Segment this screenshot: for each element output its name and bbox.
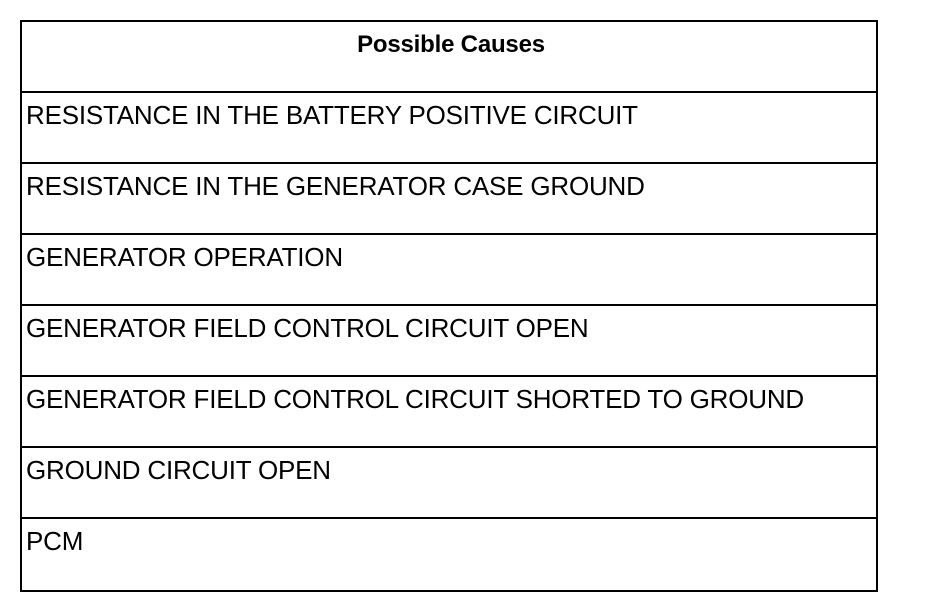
cause-cell: GENERATOR OPERATION — [26, 242, 343, 272]
cause-cell: RESISTANCE IN THE BATTERY POSITIVE CIRCU… — [26, 100, 638, 130]
table-header-row: Possible Causes — [22, 22, 876, 93]
table-header: Possible Causes — [357, 31, 545, 58]
table-row: GENERATOR FIELD CONTROL CIRCUIT SHORTED … — [22, 377, 876, 448]
cause-cell: RESISTANCE IN THE GENERATOR CASE GROUND — [26, 171, 645, 201]
table-row: PCM — [22, 519, 876, 590]
possible-causes-table: Possible Causes RESISTANCE IN THE BATTER… — [20, 20, 878, 592]
cause-cell: GENERATOR FIELD CONTROL CIRCUIT SHORTED … — [26, 384, 804, 414]
table-row: RESISTANCE IN THE GENERATOR CASE GROUND — [22, 164, 876, 235]
cause-cell: GENERATOR FIELD CONTROL CIRCUIT OPEN — [26, 313, 589, 343]
cause-cell: PCM — [26, 526, 84, 556]
table-row: GROUND CIRCUIT OPEN — [22, 448, 876, 519]
table-row: GENERATOR OPERATION — [22, 235, 876, 306]
cause-cell: GROUND CIRCUIT OPEN — [26, 455, 331, 485]
table-row: GENERATOR FIELD CONTROL CIRCUIT OPEN — [22, 306, 876, 377]
table-row: RESISTANCE IN THE BATTERY POSITIVE CIRCU… — [22, 93, 876, 164]
